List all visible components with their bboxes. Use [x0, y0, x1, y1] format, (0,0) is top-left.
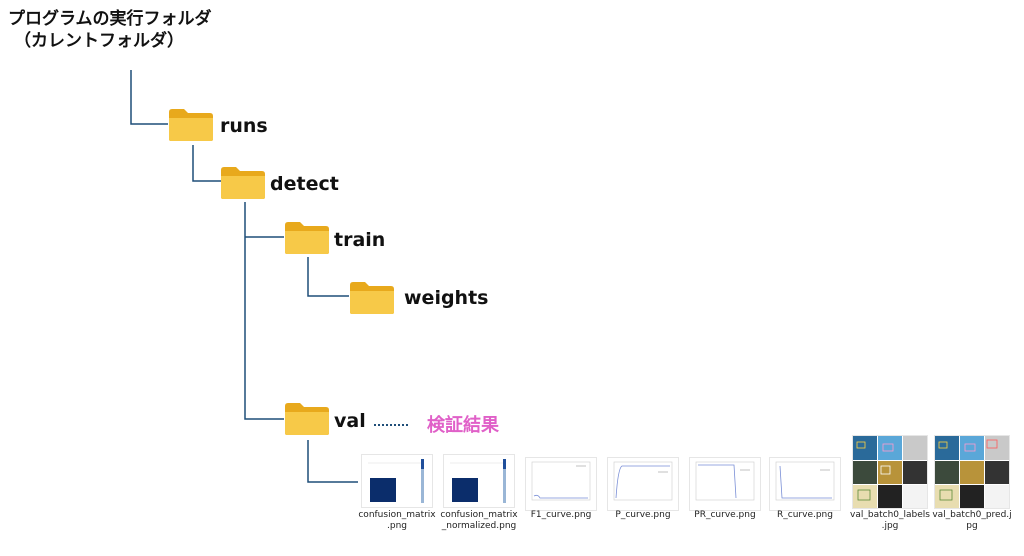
file-caption: F1_curve.png — [530, 510, 592, 520]
file-thumbnail-r-curve[interactable] — [770, 458, 840, 510]
connector-detect-train — [244, 202, 284, 420]
file-caption: val_batch0_labels .jpg — [850, 510, 930, 531]
note-leader-dots — [374, 424, 408, 426]
file-caption: confusion_matrix _normalized.png — [440, 510, 518, 531]
file-thumbnail-val-batch0-labels[interactable] — [853, 436, 927, 508]
folder-label-val[interactable]: val — [334, 410, 366, 432]
file-thumbnail-confusion-matrix-normalized[interactable] — [444, 455, 514, 507]
folder-icon[interactable] — [284, 221, 330, 255]
file-caption: R_curve.png — [777, 510, 833, 520]
root-folder-title-line1: プログラムの実行フォルダ — [8, 9, 212, 29]
file-thumbnail-f1-curve[interactable] — [526, 458, 596, 510]
file-thumbnail-p-curve[interactable] — [608, 458, 678, 510]
file-thumbnail-confusion-matrix[interactable] — [362, 455, 432, 507]
folder-label-weights[interactable]: weights — [404, 287, 489, 309]
connector-root-runs — [130, 70, 168, 125]
file-caption: PR_curve.png — [694, 510, 756, 520]
file-caption: P_curve.png — [615, 510, 671, 520]
file-caption: val_batch0_pred.j pg — [932, 510, 1012, 531]
folder-icon[interactable] — [168, 108, 214, 142]
validation-result-note: 検証結果 — [427, 415, 499, 436]
connector-train-weights — [307, 257, 349, 297]
folder-label-train[interactable]: train — [334, 229, 386, 251]
root-folder-title: プログラムの実行フォルダ （カレントフォルダ） — [8, 8, 212, 52]
folder-label-runs[interactable]: runs — [220, 115, 268, 137]
folder-icon[interactable] — [349, 281, 395, 315]
root-folder-title-line2: （カレントフォルダ） — [14, 31, 184, 51]
connector-val-files — [307, 440, 358, 483]
folder-icon[interactable] — [220, 166, 266, 200]
file-caption: confusion_matrix .png — [358, 510, 436, 531]
folder-label-detect[interactable]: detect — [270, 173, 339, 195]
file-thumbnail-pr-curve[interactable] — [690, 458, 760, 510]
connector-runs-detect — [192, 145, 221, 182]
folder-icon[interactable] — [284, 402, 330, 436]
file-thumbnail-val-batch0-pred[interactable] — [935, 436, 1009, 508]
